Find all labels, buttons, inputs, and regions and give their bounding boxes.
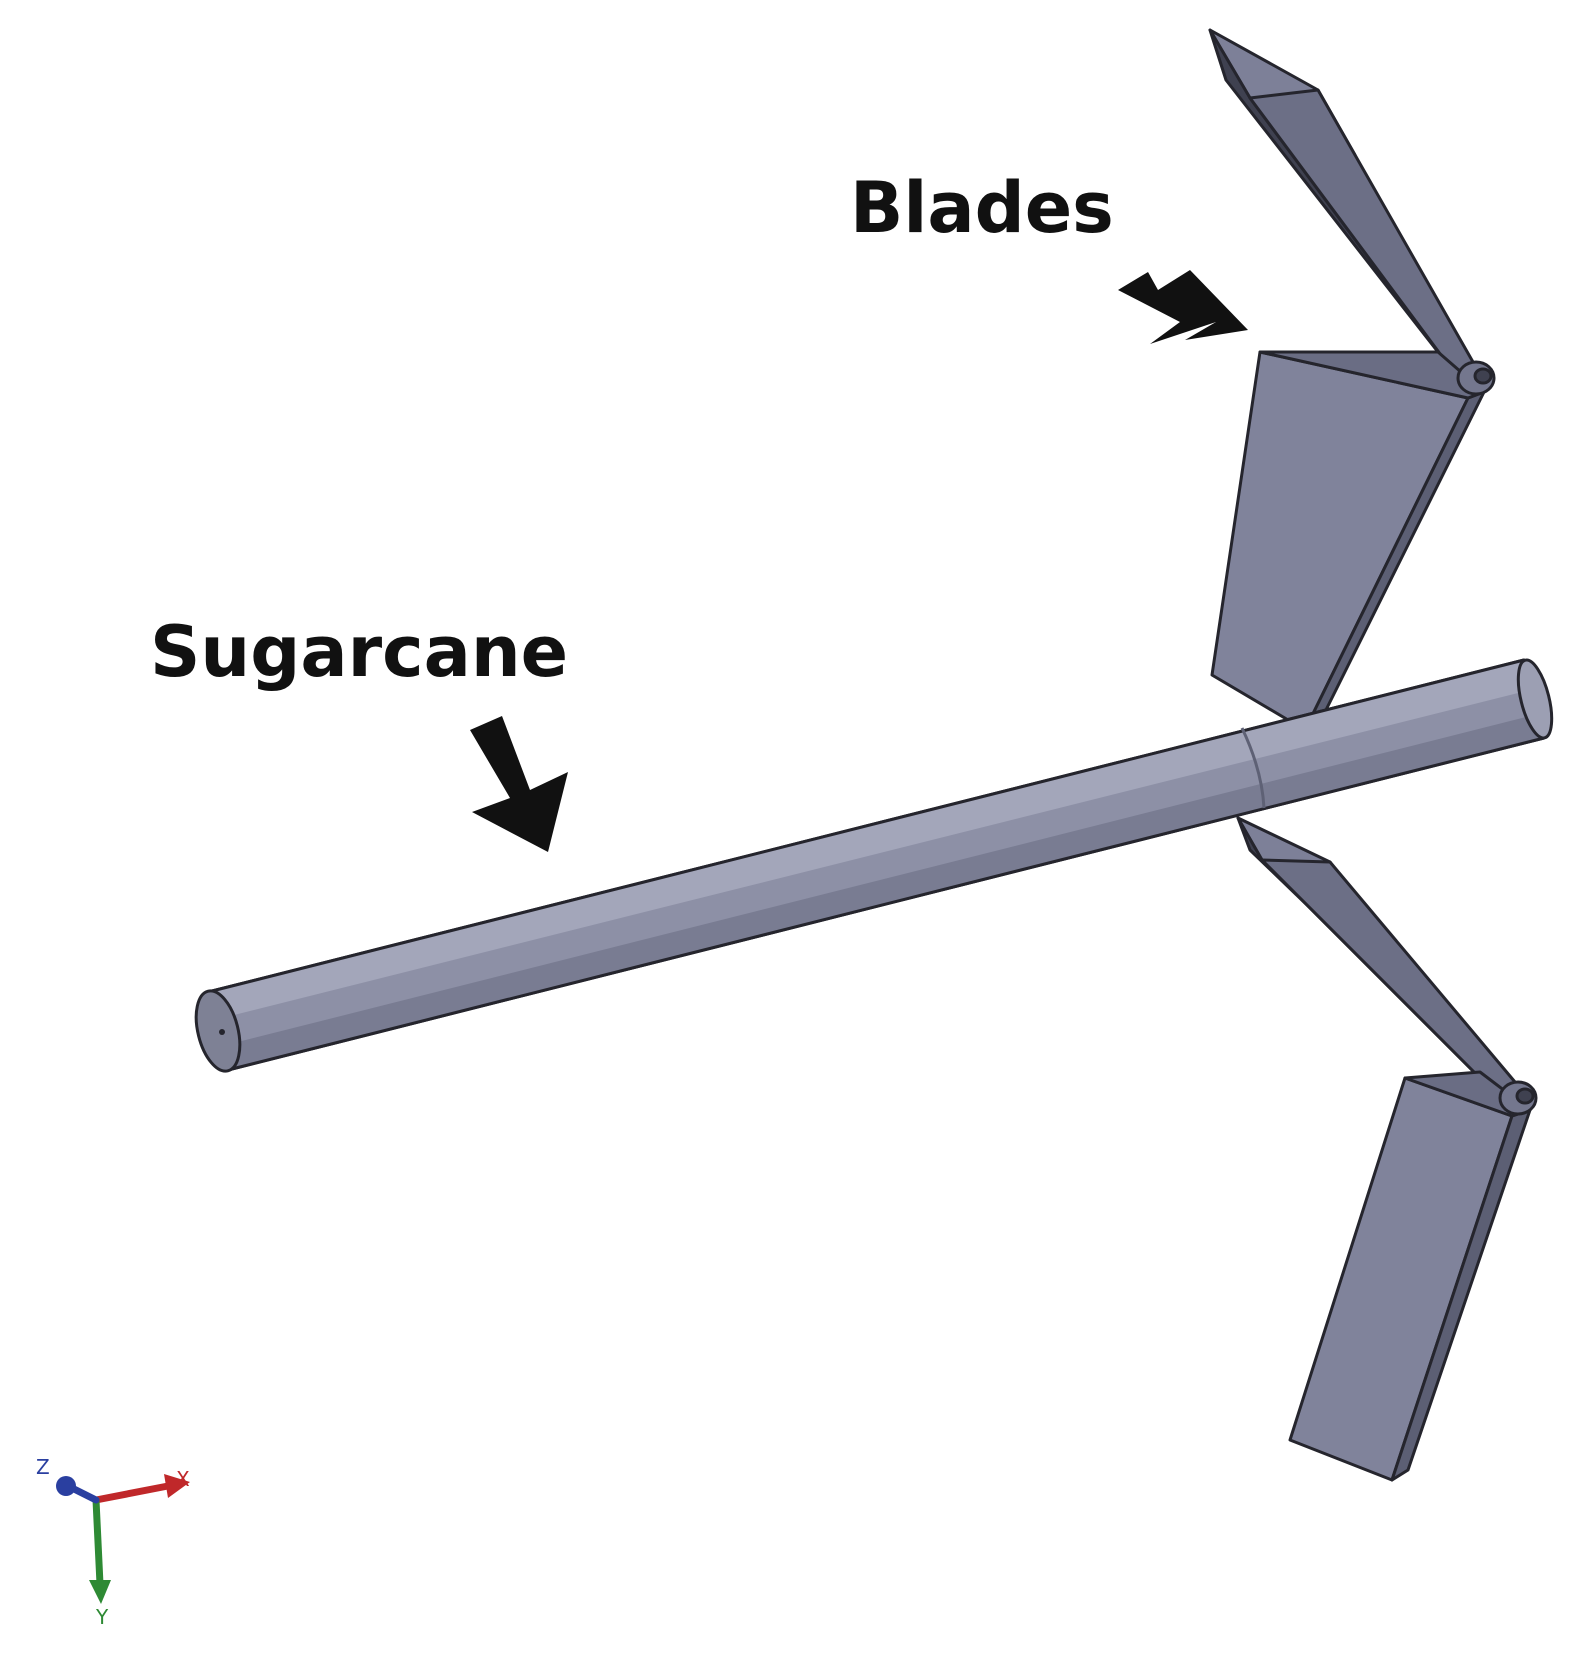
sugarcane-rod <box>194 658 1554 1073</box>
triad-x-arrowhead <box>164 1474 190 1498</box>
upper-blade-hinge-hole <box>1473 367 1493 385</box>
sugarcane-highlight <box>208 660 1530 1020</box>
sugarcane-left-end <box>194 989 242 1073</box>
upper-blade <box>1208 28 1496 732</box>
sugarcane-arrow <box>470 716 568 852</box>
lower-blade-arm-side-face <box>1260 858 1517 1100</box>
blades-arrow <box>1118 236 1248 344</box>
triad-x-label: X <box>176 1467 190 1491</box>
triad-y-axis <box>92 1496 104 1588</box>
lower-blade <box>1236 816 1538 1482</box>
upper-blade-arm-side-face <box>1248 88 1475 380</box>
sugarcane-center-mark <box>219 1029 225 1035</box>
sugarcane-label: Sugarcane <box>150 611 568 693</box>
triad-z-label: Z <box>36 1455 50 1479</box>
triad-y-label: Y <box>95 1605 109 1629</box>
triad-y-arrowhead <box>89 1580 111 1604</box>
triad-z-dot <box>56 1476 76 1496</box>
lower-blade-lower-front-face <box>1288 1076 1514 1482</box>
lower-blade-hinge-hole <box>1515 1087 1535 1105</box>
sugarcane-right-end <box>1516 658 1554 740</box>
sugarcane-shadow <box>222 714 1544 1070</box>
sugarcane-cut-line <box>1240 727 1266 809</box>
triad-x-axis <box>92 1482 172 1504</box>
coordinate-triad: X Y Z <box>36 1455 190 1629</box>
blades-label: Blades <box>850 167 1114 249</box>
